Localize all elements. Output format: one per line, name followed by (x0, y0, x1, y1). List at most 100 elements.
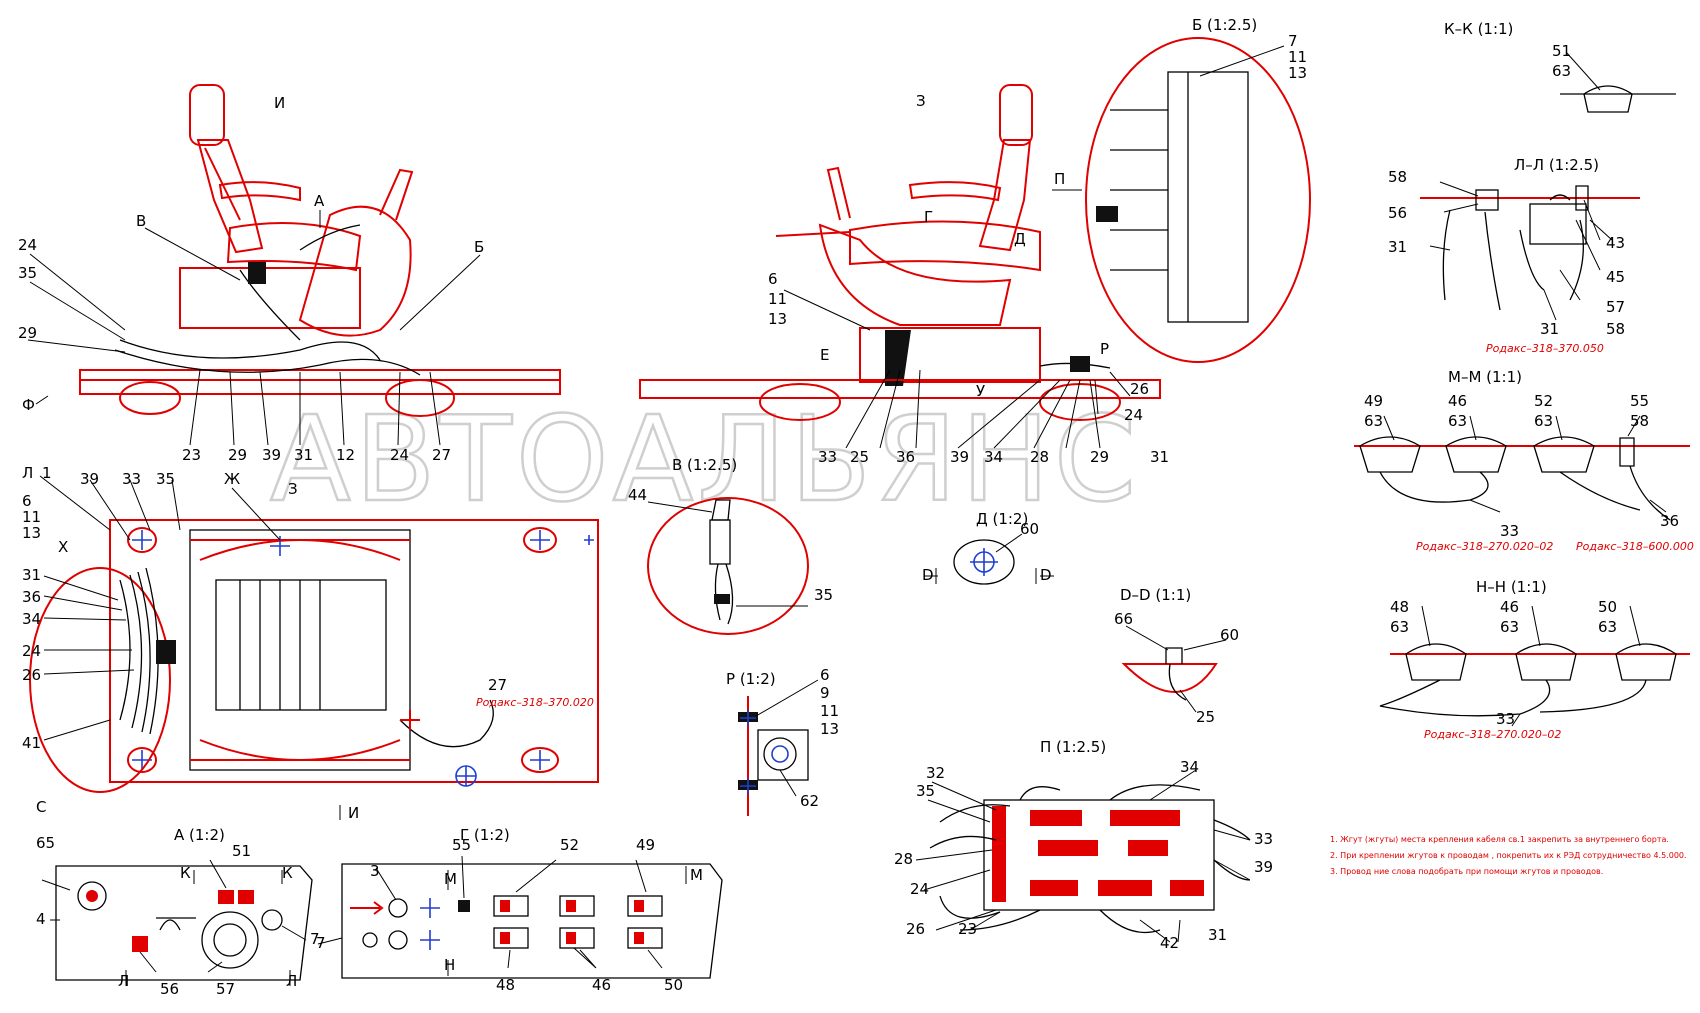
pos-label: 36 (1660, 512, 1679, 530)
control-console (298, 205, 412, 337)
mm-leaders (1383, 415, 1667, 513)
pos-label: 13 (820, 720, 839, 738)
g-knob (388, 930, 408, 950)
harness-1 (119, 339, 381, 361)
platform (79, 369, 561, 395)
g-switch (493, 895, 529, 917)
connector-block (1070, 356, 1090, 372)
marker-l1: Л (22, 464, 33, 482)
pos-label: 35 (156, 470, 175, 488)
note-line: 1. Жгут (жгуты) места крепления кабеля с… (1330, 835, 1669, 844)
a-dial (201, 911, 259, 969)
nn-switch-3 (1615, 643, 1677, 681)
dd-wire (1168, 663, 1187, 701)
marker-l1: Л (286, 972, 297, 990)
marker-v: В (136, 212, 146, 230)
nn-wires (1379, 679, 1647, 717)
harness-2 (114, 349, 421, 376)
marker-z3: З (288, 480, 298, 498)
g-switch (627, 895, 663, 917)
marker-m: М (690, 866, 703, 884)
nn-switch-1 (1405, 643, 1467, 681)
pos-label: 63 (1552, 62, 1571, 80)
platform (639, 379, 1161, 399)
p-relay (1110, 810, 1180, 826)
lever (775, 231, 851, 237)
pos-label: 48 (1390, 598, 1409, 616)
r-crosshair (740, 710, 756, 794)
g-arrow (350, 901, 384, 915)
view-label-g: Г (1:2) (460, 826, 510, 844)
marker-i: И (348, 804, 359, 822)
armrest (908, 181, 1002, 202)
p-wires (929, 784, 1251, 934)
v-cap (711, 499, 731, 521)
ll-leaders (1429, 181, 1613, 321)
view-label-i: И (274, 94, 285, 112)
marker-f: Ф (22, 396, 35, 414)
a-knob (261, 909, 283, 931)
g-switch-led (566, 932, 576, 944)
harness-bundle (885, 330, 911, 386)
pos-label: 32 (926, 764, 945, 782)
pos-label: 28 (1030, 448, 1049, 466)
d-crosshair (970, 548, 998, 576)
ll-box (1529, 203, 1587, 245)
pos-label: 25 (850, 448, 869, 466)
nn-switch-2 (1515, 643, 1577, 681)
part-ref: Родакс–318–370.050 (1486, 342, 1604, 355)
pos-label: 43 (1606, 234, 1625, 252)
pos-label: 6 (768, 270, 778, 288)
marker-s: С (36, 798, 46, 816)
g-switch-led (500, 932, 510, 944)
pos-label: 11 (22, 508, 41, 526)
g-indicator (458, 900, 470, 912)
view-i-leaders (35, 210, 481, 405)
pos-label: 39 (950, 448, 969, 466)
view-kk: К–К (1:1) 51 63 (1444, 20, 1676, 113)
pos-label: 39 (1254, 858, 1273, 876)
pos-label: 39 (262, 446, 281, 464)
pos-label: 13 (768, 310, 787, 328)
control-console (818, 223, 1012, 326)
pos-label: 31 (22, 566, 41, 584)
view-nn: Н–Н (1:1) 48 63 46 63 50 63 33 Родакс–31… (1379, 578, 1690, 741)
marker-m: М (444, 870, 457, 888)
pos-label: 34 (1180, 758, 1199, 776)
watermark: АВТОАЛЬЯНС (270, 390, 1140, 528)
g-switch (627, 927, 663, 949)
g-switch (559, 895, 595, 917)
p-terminal-strip (992, 806, 1006, 902)
pos-label: 60 (1020, 520, 1039, 538)
pos-label: 11 (1288, 48, 1307, 66)
p-relay (1030, 880, 1078, 896)
pos-label: 6 (820, 666, 830, 684)
connector-block (248, 262, 266, 284)
pos-label: 63 (1500, 618, 1519, 636)
g-switch-led (500, 900, 510, 912)
pos-label: 50 (1598, 598, 1617, 616)
pos-label: 49 (1364, 392, 1383, 410)
pos-label: 29 (228, 446, 247, 464)
g-switch (493, 927, 529, 949)
a-lever (156, 917, 196, 931)
view-z-seat-side: З Г Д Е У Р 6 11 13 33 25 36 39 34 28 (639, 84, 1169, 466)
plan-crosshairs (132, 530, 594, 786)
pos-label: 63 (1534, 412, 1553, 430)
view-i-positions: 24 35 29 23 29 39 31 12 24 27 (18, 236, 451, 464)
pos-label: 31 (1388, 238, 1407, 256)
pos-label: 50 (664, 976, 683, 994)
mm-switch-1 (1359, 436, 1421, 473)
pos-label: 42 (1160, 934, 1179, 952)
seat-cushion (849, 220, 1041, 272)
view-v: В (1:2.5) 44 35 (628, 456, 833, 635)
pos-label: 63 (1390, 618, 1409, 636)
seat-frame-top (189, 529, 411, 771)
d-leaders (924, 533, 1054, 584)
r-grommet (763, 737, 797, 771)
plan-detail-circle (29, 567, 171, 793)
marker-k: К (282, 864, 293, 882)
view-i-seat-side: И В А Б Ф 24 35 (18, 84, 561, 464)
plan-hole-blue (455, 765, 477, 787)
detail-circle (1085, 37, 1311, 363)
